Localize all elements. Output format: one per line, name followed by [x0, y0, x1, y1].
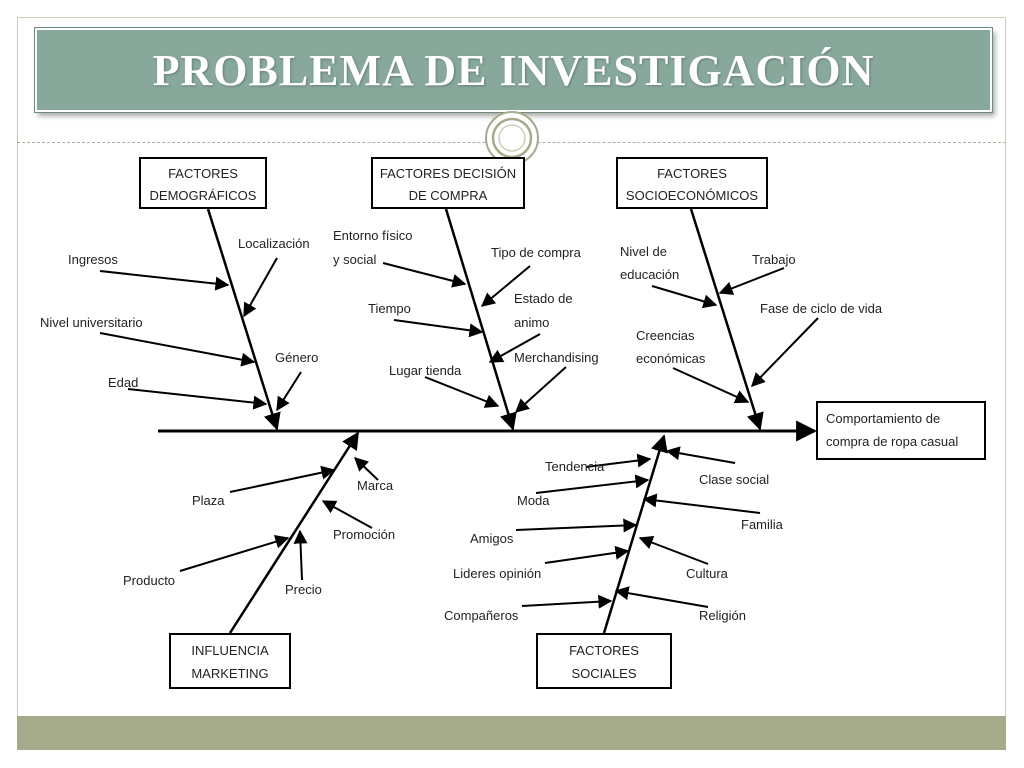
arrow-genero — [276, 371, 302, 412]
effect-label-line2: compra de ropa casual — [826, 434, 958, 449]
cause-precio: Precio — [285, 582, 322, 597]
category-box-socioeconomicos: FACTORES SOCIOECONÓMICOS — [616, 157, 768, 209]
bone-decision — [444, 208, 517, 431]
cause-tiempo: Tiempo — [368, 301, 411, 316]
category-label-line2: MARKETING — [191, 666, 268, 681]
category-label-line1: FACTORES — [657, 166, 727, 181]
arrow-lugar-tienda — [424, 376, 500, 408]
footer-bar — [17, 716, 1006, 750]
arrow-amigos — [515, 518, 638, 533]
cause-localizacion: Localización — [238, 236, 310, 251]
category-label-line1: INFLUENCIA — [191, 643, 269, 658]
arrow-lideres — [544, 545, 630, 564]
category-label-line2: SOCIALES — [571, 666, 636, 681]
cause-moda: Moda — [517, 493, 550, 508]
cause-familia: Familia — [741, 517, 784, 532]
cause-clase-social: Clase social — [699, 472, 769, 487]
arrow-promocion — [321, 500, 373, 529]
cause-edad: Edad — [108, 375, 138, 390]
cause-trabajo: Trabajo — [752, 252, 796, 267]
arrow-trabajo — [718, 267, 785, 295]
bone-sociales — [602, 434, 668, 634]
arrow-entorno — [382, 262, 467, 288]
arrow-religion — [614, 586, 709, 608]
concentric-circle-ornament-icon — [485, 111, 539, 165]
cause-producto: Producto — [123, 573, 175, 588]
cause-nivel-educacion-line2: educación — [620, 267, 679, 282]
arrow-moda — [535, 474, 650, 494]
cause-estado-line1: Estado de — [514, 291, 573, 306]
cause-entorno-line2: y social — [333, 252, 376, 267]
cause-nivel-universitario: Nivel universitario — [40, 315, 143, 330]
bone-socioeconomicos — [689, 208, 764, 431]
category-box-sociales: FACTORES SOCIALES — [536, 633, 672, 689]
arrow-tiempo — [393, 319, 484, 338]
arrow-marca — [353, 457, 379, 481]
arrow-companeros — [521, 594, 613, 609]
arrow-cultura — [638, 535, 709, 565]
arrow-nivel-educacion — [651, 285, 718, 309]
arrow-plaza — [229, 465, 336, 493]
arrow-producto — [179, 534, 290, 572]
cause-tipo-compra: Tipo de compra — [491, 245, 582, 260]
category-box-marketing: INFLUENCIA MARKETING — [169, 633, 291, 689]
cause-ingresos: Ingresos — [68, 252, 118, 267]
cause-creencias-line2: económicas — [636, 351, 706, 366]
arrow-clase-social — [665, 446, 736, 464]
arrow-edad — [127, 388, 268, 410]
category-box-decision: FACTORES DECISIÓN DE COMPRA — [371, 157, 525, 209]
arrow-nivel-universitario — [99, 332, 256, 367]
cause-genero: Género — [275, 350, 318, 365]
arrow-ingresos — [99, 270, 230, 291]
category-label-line1: FACTORES — [569, 643, 639, 658]
arrow-fase-ciclo — [751, 317, 819, 388]
arrow-tipo-compra — [480, 265, 531, 307]
cause-amigos: Amigos — [470, 531, 514, 546]
arrow-estado — [488, 333, 541, 363]
cause-lugar-tienda: Lugar tienda — [389, 363, 462, 378]
cause-cultura: Cultura — [686, 566, 729, 581]
cause-religion: Religión — [699, 608, 746, 623]
category-label-line2: DE COMPRA — [409, 188, 488, 203]
cause-promocion: Promoción — [333, 527, 395, 542]
cause-plaza: Plaza — [192, 493, 225, 508]
effect-label-line1: Comportamiento de — [826, 411, 940, 426]
category-label-line1: FACTORES — [168, 166, 238, 181]
arrow-familia — [642, 493, 761, 514]
category-label-line2: SOCIOECONÓMICOS — [626, 188, 759, 203]
arrow-creencias — [672, 367, 750, 404]
slide-title: PROBLEMA DE INVESTIGACIÓN — [152, 45, 875, 95]
category-label-line2: DEMOGRÁFICOS — [150, 188, 257, 203]
arrow-merchandising — [514, 366, 567, 413]
bone-demograficos — [206, 208, 281, 431]
cause-fase-ciclo: Fase de ciclo de vida — [760, 301, 883, 316]
cause-merchandising: Merchandising — [514, 350, 599, 365]
cause-estado-line2: animo — [514, 315, 549, 330]
cause-lideres: Lideres opinión — [453, 566, 541, 581]
cause-tendencia: Tendencia — [545, 459, 605, 474]
arrow-tendencia — [585, 453, 652, 468]
cause-nivel-educacion-line1: Nivel de — [620, 244, 667, 259]
cause-creencias-line1: Creencias — [636, 328, 695, 343]
category-box-demograficos: FACTORES DEMOGRÁFICOS — [139, 157, 267, 209]
effect-box: Comportamiento de compra de ropa casual — [816, 401, 986, 460]
arrow-localizacion — [243, 257, 278, 318]
arrow-precio — [293, 529, 308, 581]
title-banner: PROBLEMA DE INVESTIGACIÓN — [34, 27, 993, 113]
cause-companeros: Compañeros — [444, 608, 519, 623]
category-label-line1: FACTORES DECISIÓN — [380, 166, 516, 181]
cause-entorno-line1: Entorno físico — [333, 228, 413, 243]
cause-marca: Marca — [357, 478, 394, 493]
